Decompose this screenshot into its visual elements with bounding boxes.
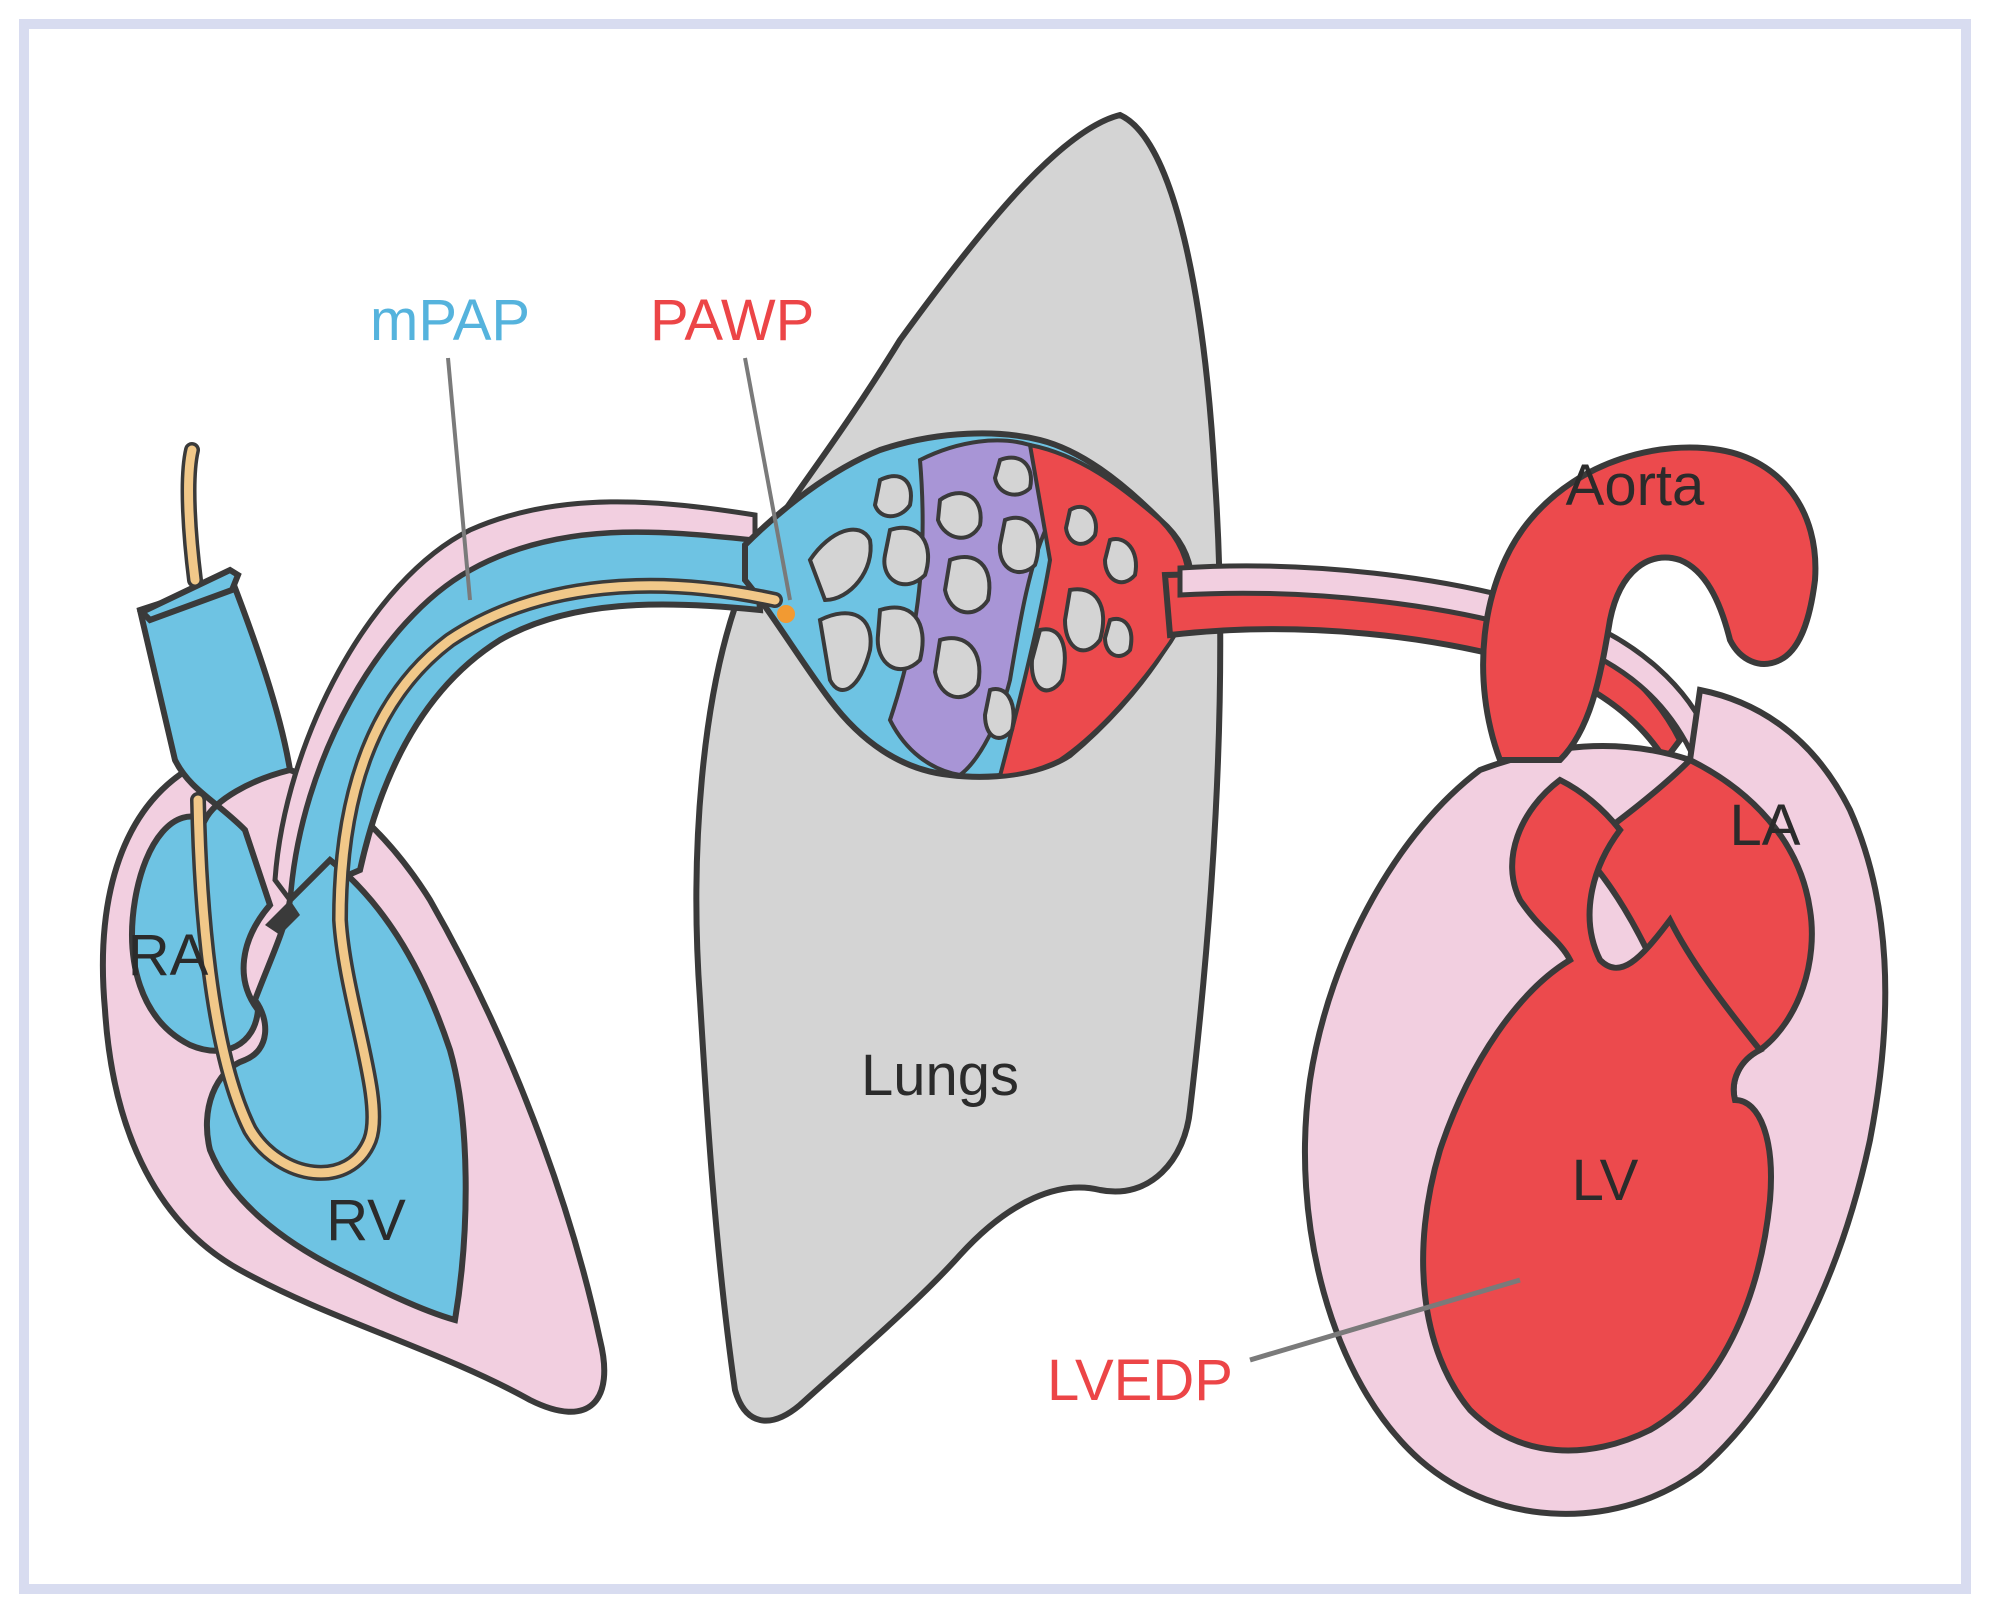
mpap-pointer bbox=[446, 357, 472, 601]
la-label: LA bbox=[1730, 793, 1801, 858]
lvedp-pointer bbox=[1249, 1277, 1521, 1363]
catheter-tip bbox=[777, 605, 795, 623]
tricuspid-valve bbox=[265, 900, 300, 935]
mpap-label: mPAP bbox=[370, 288, 530, 353]
lungs-label: Lungs bbox=[861, 1043, 1019, 1108]
superior-vena-cava bbox=[136, 566, 242, 624]
rv-label: RV bbox=[326, 1188, 406, 1253]
rv-blue bbox=[203, 855, 469, 1324]
capillary-gaps bbox=[807, 455, 1138, 740]
pawp-pointer bbox=[743, 357, 792, 601]
ra-label: RA bbox=[128, 923, 209, 988]
pawp-label: PAWP bbox=[650, 288, 814, 353]
pulmonary-vasculature bbox=[742, 430, 1195, 780]
lvedp-label: LVEDP bbox=[1047, 1348, 1233, 1413]
ra-blue bbox=[129, 576, 294, 1054]
catheter bbox=[184, 445, 780, 1178]
lv-label: LV bbox=[1572, 1148, 1639, 1213]
aorta-label: Aorta bbox=[1566, 453, 1705, 518]
aorta-shape bbox=[1480, 444, 1819, 763]
